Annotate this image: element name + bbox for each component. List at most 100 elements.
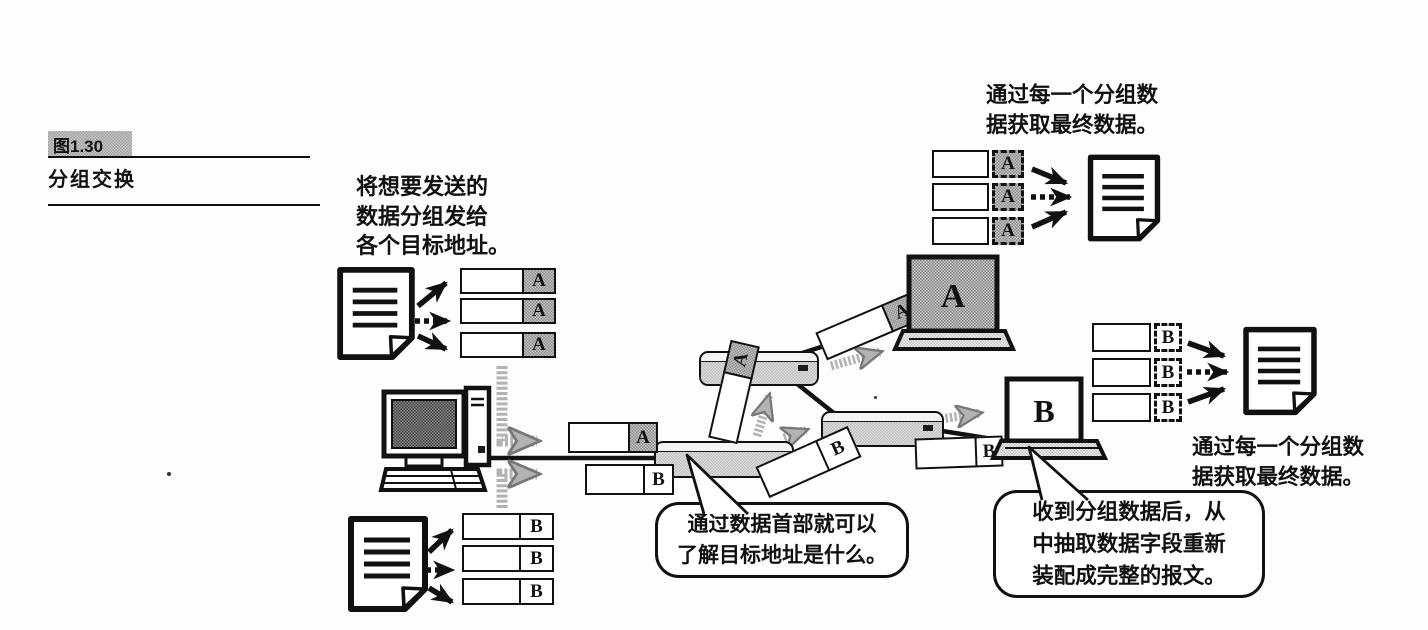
packet-header: A (522, 332, 556, 358)
packet-body (460, 332, 525, 358)
annotation-receive-bottom-line: 据获取最终数据。 (1192, 465, 1365, 489)
gray-transit-arrows-icon (757, 352, 980, 438)
callout-reassemble-line: 装配成完整的报文。 (1032, 564, 1226, 588)
router-port (923, 425, 933, 431)
packet-b: B (462, 545, 554, 572)
packet-header: B (1154, 393, 1182, 422)
packet-a-received: A (932, 217, 1024, 245)
packet-header-label: B (1161, 326, 1175, 348)
router-port (798, 365, 808, 371)
callout-reassemble-line: 收到分组数据后，从 (1032, 500, 1226, 524)
annotation-receive-bottom-line: 通过每一个分组数 (1192, 435, 1365, 459)
callout-header-bubble: 通过数据首部就可以 了解目标地址是什么。 (655, 502, 909, 578)
packet-body (932, 183, 989, 211)
fanout-arrows-sender-a-icon (415, 280, 452, 352)
packet-header-label: A (1001, 220, 1015, 241)
packet-header-label: B (1161, 396, 1175, 418)
packet-b: B (462, 513, 554, 540)
packet-a: A (460, 332, 556, 358)
annotation-receive-top-line: 据获取最终数据。 (986, 113, 1159, 137)
callout-reassemble-bubble: 收到分组数据后，从 中抽取数据字段重新 装配成完整的报文。 (993, 490, 1265, 598)
packet-a: A (460, 268, 556, 294)
packet-header-label: A (1001, 186, 1015, 207)
packet-header: A (522, 298, 556, 324)
document-icon-sender-b (348, 516, 428, 612)
packet-header-label: B (530, 547, 543, 569)
figure-tag: 图1.30 (48, 131, 132, 158)
annotation-send-line: 数据分组发给 (356, 203, 489, 229)
packet-header: A (992, 217, 1024, 245)
packet-b-received: B (1092, 393, 1182, 422)
annotation-receive-bottom: 通过每一个分组数 据获取最终数据。 (1192, 432, 1364, 492)
callout-header-line: 通过数据首部就可以 (687, 513, 877, 536)
annotation-receive-top-line: 通过每一个分组数 (986, 83, 1159, 107)
packet-body (462, 545, 522, 572)
packet-b: B (462, 578, 554, 605)
desktop-computer-icon (378, 385, 492, 492)
packet-header: A (992, 150, 1024, 178)
gray-flow-arrows-from-host-icon (496, 366, 537, 508)
packet-header-label: B (530, 580, 543, 602)
merge-arrows-receiver-b-icon (1187, 340, 1230, 405)
annotation-send-line: 将想要发送的 (356, 174, 489, 199)
document-icon-receiver-b (1243, 326, 1317, 416)
packet-body (932, 150, 989, 178)
packet-header: B (519, 513, 554, 540)
annotation-receive-top: 通过每一个分组数 据获取最终数据。 (986, 80, 1158, 140)
packet-header: B (643, 464, 674, 495)
packet-a-received: A (932, 183, 1024, 211)
fanout-arrows-sender-b-icon (426, 528, 456, 605)
packet-header-label: A (1001, 153, 1015, 174)
packet-a-received: A (932, 150, 1024, 178)
packet-b-received: B (1092, 358, 1182, 387)
packet-body (460, 268, 525, 294)
annotation-send-line: 各个目标地址。 (356, 233, 511, 258)
packet-body (932, 217, 989, 245)
packet-header: B (519, 545, 554, 572)
figure-title: 分组交换 (48, 169, 136, 191)
packet-b-in-transit: B (585, 464, 674, 495)
packet-body (1092, 323, 1151, 352)
merge-arrows-receiver-a-icon (1030, 166, 1073, 230)
packet-body (462, 513, 522, 540)
packet-header-label: B (1161, 361, 1175, 383)
packet-header: B (1154, 323, 1182, 352)
document-icon-sender-a (337, 266, 415, 361)
packet-header-label: A (729, 350, 753, 369)
stray-mark (874, 396, 877, 399)
packet-a: A (460, 298, 556, 324)
packet-header-label: B (530, 515, 543, 537)
laptop-screen-label: B (1033, 393, 1054, 429)
packet-body (460, 298, 525, 324)
callout-reassemble-line: 中抽取数据字段重新 (1032, 532, 1226, 556)
packet-header: A (992, 183, 1024, 211)
callout-header-line: 了解目标地址是什么。 (677, 544, 887, 567)
packet-header: B (519, 578, 554, 605)
laptop-screen-label: A (941, 278, 966, 315)
figure-rule-bottom (48, 204, 320, 207)
packet-b-received: B (1092, 323, 1182, 352)
packet-header: B (1154, 358, 1182, 387)
packet-header-label: A (532, 300, 546, 321)
packet-body (1092, 393, 1151, 422)
packet-body (585, 464, 646, 495)
packet-header-label: A (636, 426, 650, 448)
packet-header-label: A (532, 334, 546, 355)
packet-body (1092, 358, 1151, 387)
packet-header: A (628, 422, 658, 453)
packet-header-label: B (652, 468, 665, 490)
stray-mark (167, 472, 171, 476)
packet-body (462, 578, 522, 605)
packet-b-in-transit: B (914, 435, 1004, 470)
annotation-send: 将想要发送的 数据分组发给 各个目标地址。 (356, 172, 510, 261)
packet-body (914, 436, 979, 470)
packet-body (568, 422, 631, 453)
packet-header-label: B (827, 436, 849, 461)
packet-header-label: A (532, 270, 546, 291)
document-icon-receiver-a (1087, 154, 1161, 242)
packet-header: A (522, 268, 556, 294)
figure-tag-label: 图1.30 (53, 137, 104, 156)
router-icon-path-a (699, 351, 819, 386)
laptop-b-icon: B (989, 376, 1109, 460)
